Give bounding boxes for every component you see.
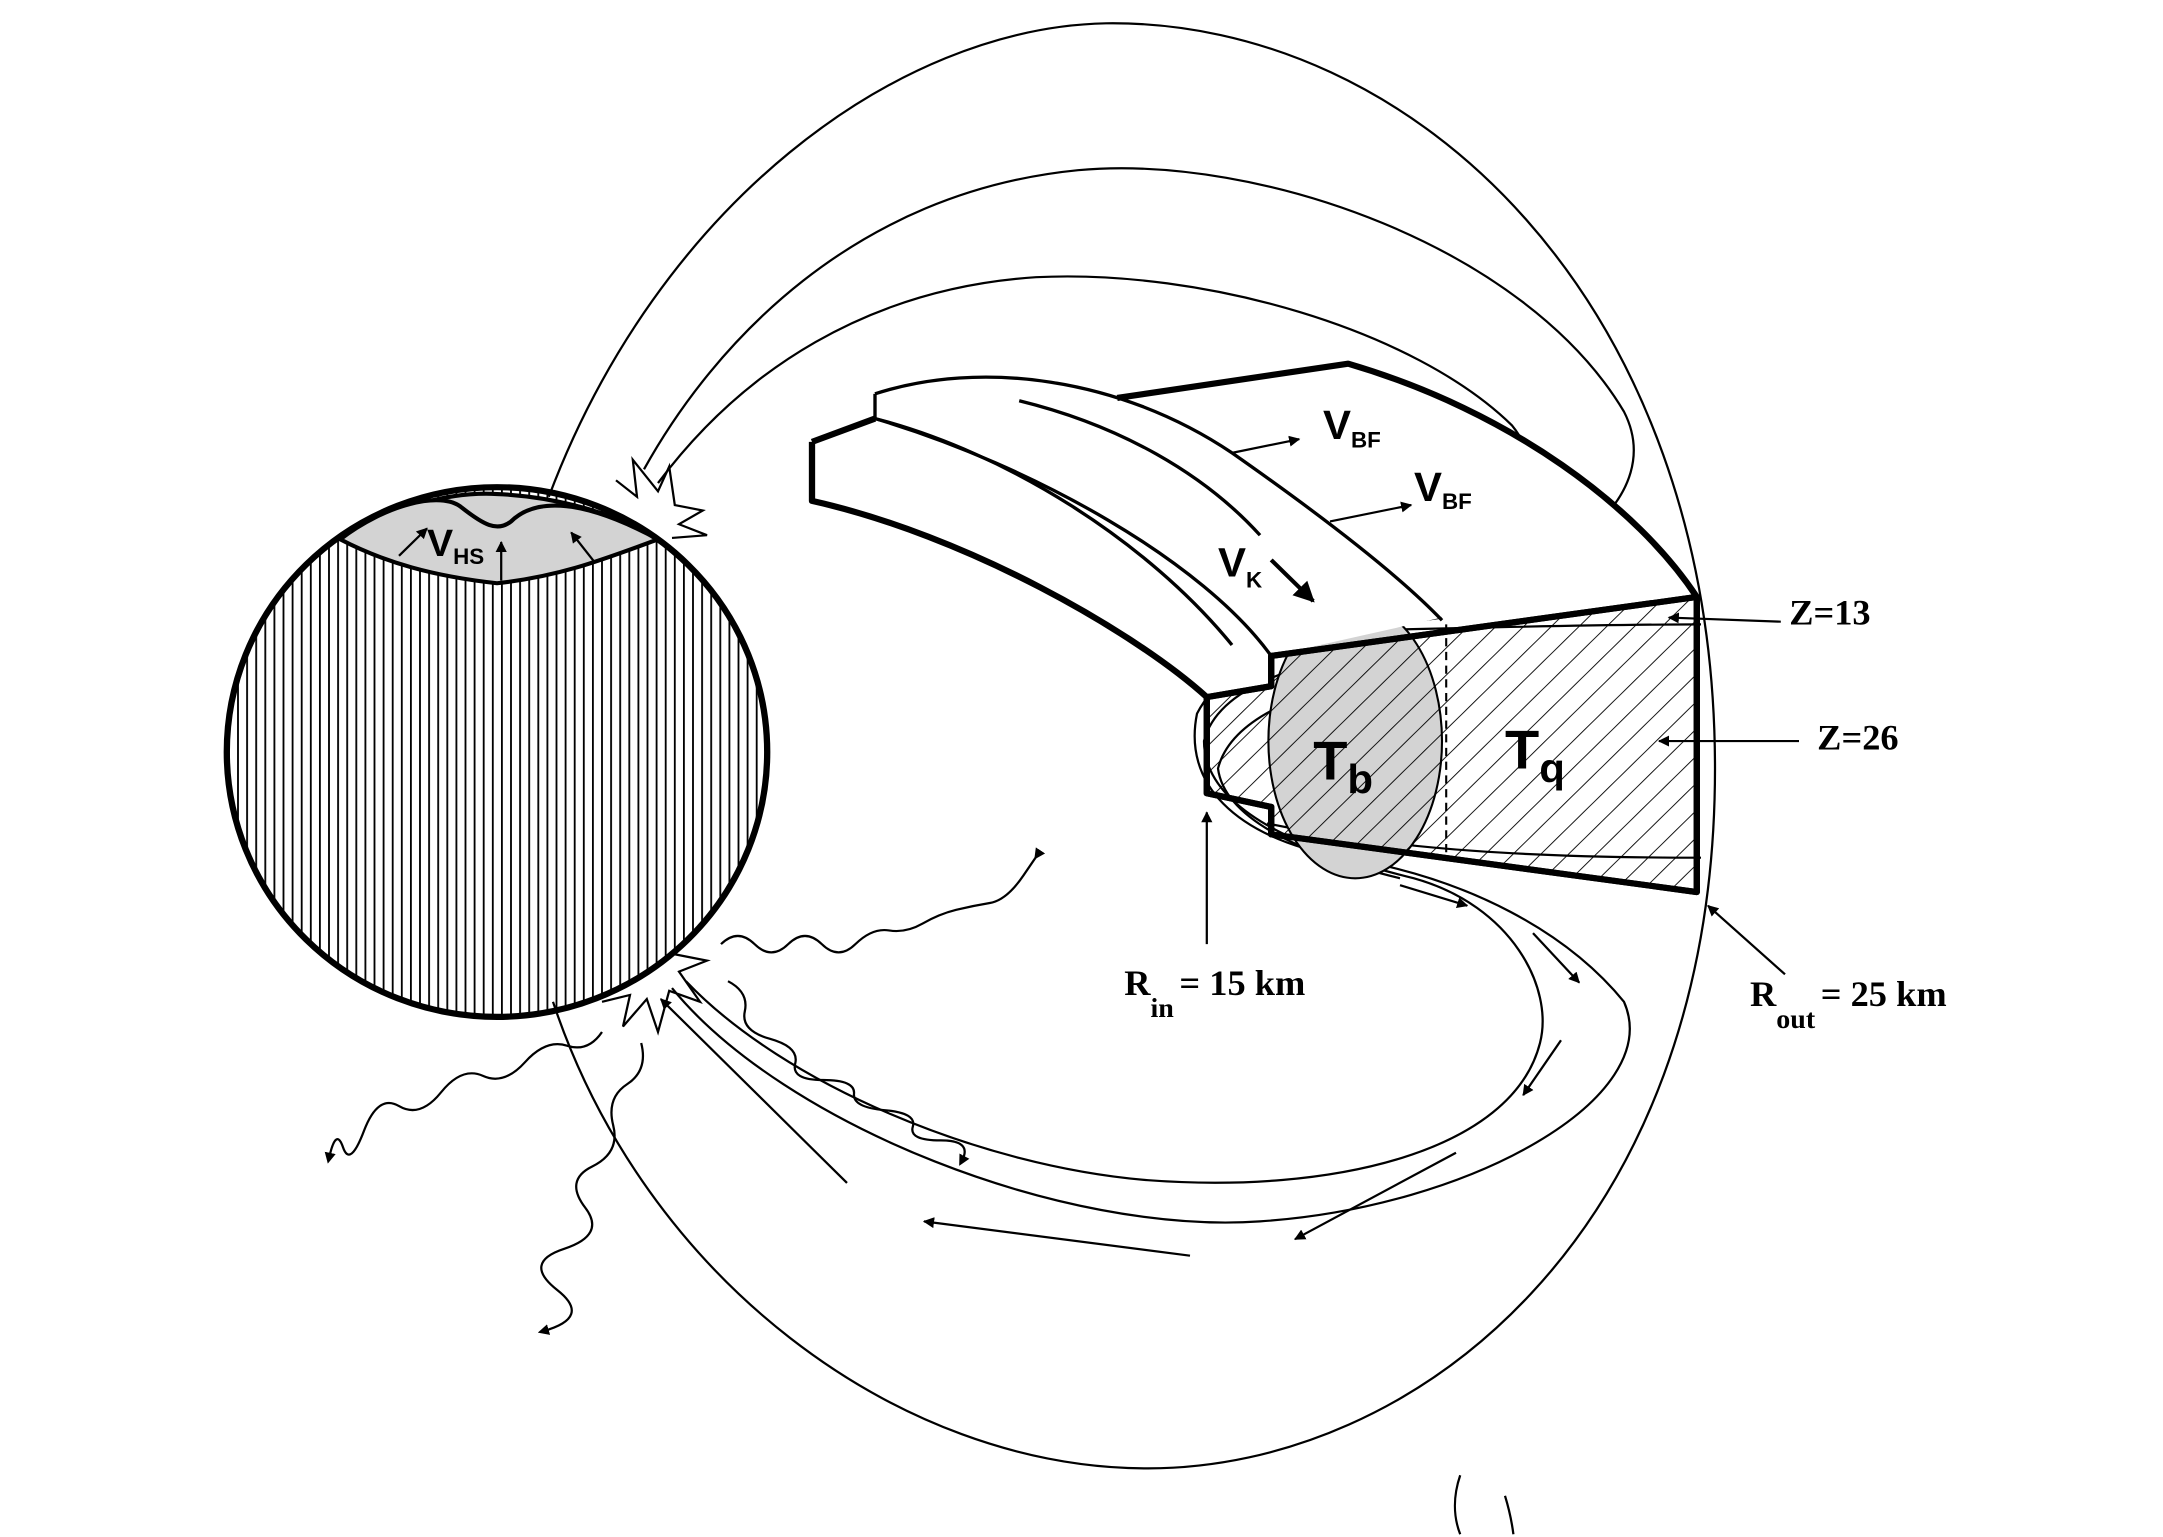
- bottom-arc-right: [1503, 1495, 1515, 1535]
- label-v-bf-lower: VBF: [1414, 463, 1472, 514]
- flow-arrows: [660, 884, 1581, 1257]
- label-v-bf-upper: VBF: [1323, 402, 1381, 453]
- hot-spot-arrows: [398, 527, 596, 581]
- annotation-leaders: [1201, 612, 1799, 976]
- disk-outer-block: [812, 418, 1272, 698]
- label-t-q: Tq: [1505, 719, 1565, 791]
- neutron-star: [223, 484, 771, 1020]
- disk-surface-lines: [873, 375, 1444, 657]
- velocity-arrows: [1231, 435, 1413, 603]
- label-r-out: Rout= 25 km: [1750, 974, 1947, 1034]
- bottom-arc-left: [1453, 1474, 1462, 1535]
- impact-burst-upper: [615, 456, 708, 540]
- disk-cross-section: [1206, 596, 1697, 893]
- magnetosphere-boundary: [547, 22, 1717, 1470]
- photon-rays: [324, 847, 1046, 1335]
- label-v-k: VK: [1218, 539, 1262, 593]
- label-r-in: Rin= 15 km: [1124, 963, 1305, 1023]
- label-z13: Z=13: [1789, 593, 1870, 633]
- disk-back-panel: [1117, 363, 1694, 618]
- label-t-b: Tb: [1313, 730, 1373, 802]
- label-z26: Z=26: [1817, 718, 1898, 758]
- label-v-hs: VHS: [427, 522, 484, 569]
- impact-burst-lower: [601, 952, 711, 1036]
